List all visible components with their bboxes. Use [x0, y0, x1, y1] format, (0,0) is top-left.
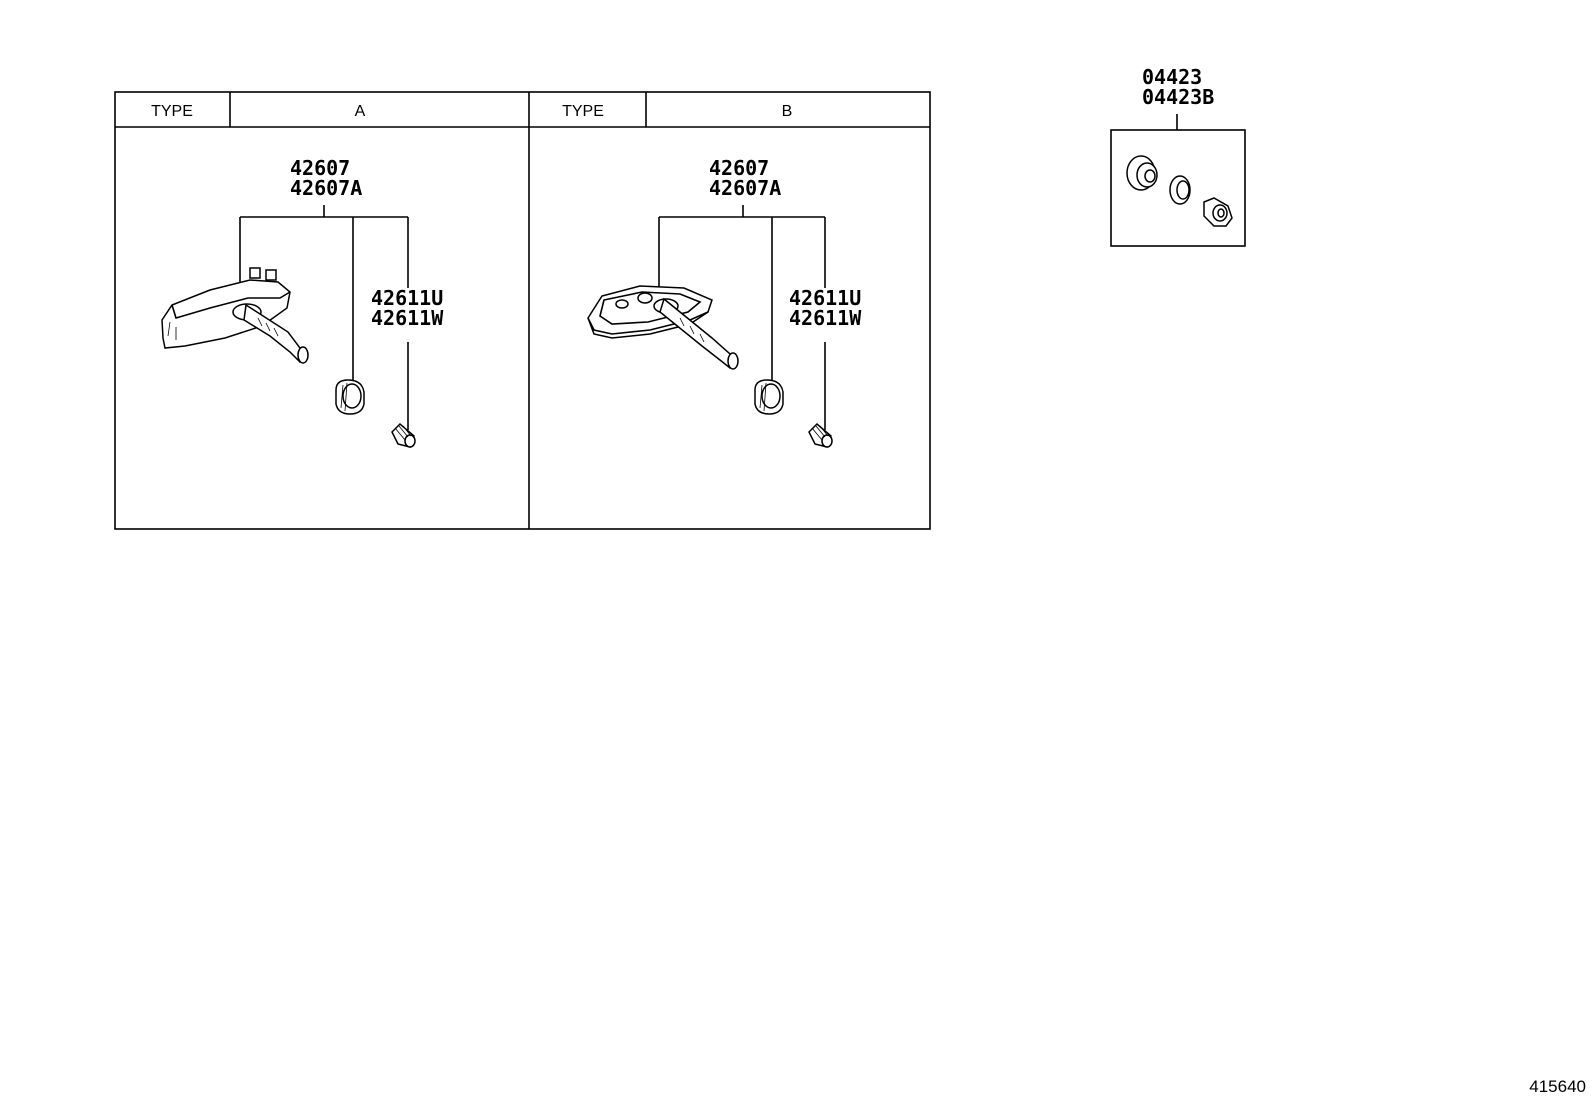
kit-part-number-1: 04423 — [1142, 65, 1202, 89]
type-header-a: TYPE — [151, 103, 193, 120]
cap-part-number-b2: 42611W — [789, 306, 862, 330]
cap-part-number-b1: 42611U — [789, 286, 861, 310]
kit-washer-icon — [1169, 175, 1191, 205]
panel-a: 42607 42607A 42611U 42611W — [161, 156, 444, 448]
kit-part-number-2: 04423B — [1142, 85, 1214, 109]
panel-b: 42607 42607A 42611U 42611W — [587, 156, 862, 448]
kit-nut-icon — [1203, 197, 1233, 227]
type-value-b: B — [782, 103, 793, 120]
valve-cap-b-icon — [808, 422, 833, 448]
type-table: TYPE A TYPE B — [114, 91, 931, 530]
sensor-part-number-b1: 42607 — [709, 156, 769, 180]
kit-box — [1110, 129, 1246, 247]
reference-number: 415640 — [1529, 1077, 1586, 1096]
valve-cap-a-icon — [391, 422, 416, 448]
type-header-b: TYPE — [562, 103, 604, 120]
table-border — [114, 91, 931, 530]
sensor-part-number-a1: 42607 — [290, 156, 350, 180]
tpms-sensor-a-icon — [161, 267, 309, 364]
sensor-part-number-b2: 42607A — [709, 176, 781, 200]
kit-grommet-icon — [1126, 155, 1158, 191]
grommet-a-icon — [335, 379, 365, 415]
kit-group: 04423 04423B — [1110, 65, 1246, 247]
grommet-b-icon — [754, 379, 784, 415]
sensor-part-number-a2: 42607A — [290, 176, 362, 200]
cap-part-number-a2: 42611W — [371, 306, 444, 330]
type-value-a: A — [355, 103, 366, 120]
tpms-sensor-b-icon — [587, 285, 739, 370]
cap-part-number-a1: 42611U — [371, 286, 443, 310]
